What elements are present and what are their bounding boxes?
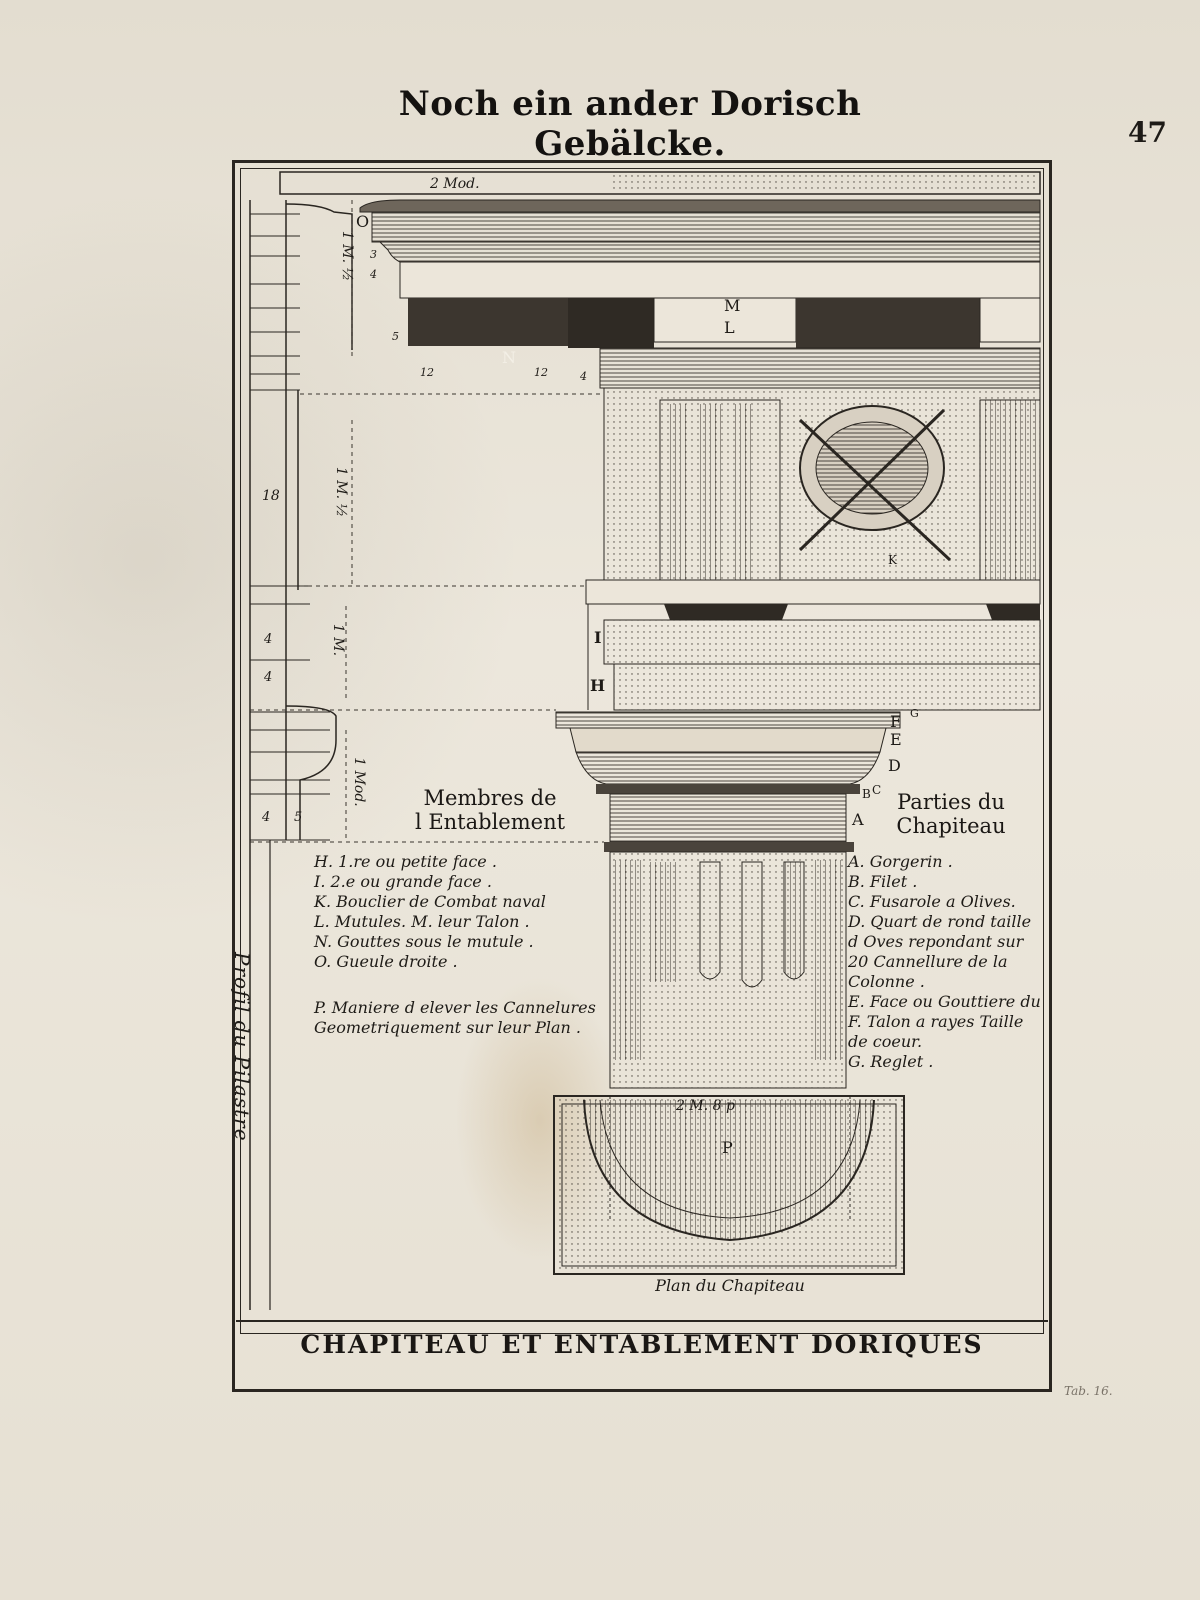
- letter-L: L: [724, 318, 735, 337]
- entablement-item-K: K. Bouclier de Combat naval: [314, 892, 546, 911]
- frieze-module-label: 1 M. ½: [333, 466, 350, 518]
- capital-heading-line1: Parties du: [897, 790, 1005, 814]
- capital-item-F: F. Talon a rayes Taille de coeur.: [848, 1012, 1024, 1051]
- measure-4b: 4: [370, 268, 377, 281]
- capital-plan: [553, 1095, 905, 1275]
- pilaster-profile-caption: Profil du Pilastre: [230, 952, 254, 1142]
- letter-M: M: [724, 296, 741, 315]
- measure-12b: 12: [534, 366, 548, 379]
- plate-outer-border: [232, 160, 1052, 1392]
- engraver-mark: Tab. 16.: [1064, 1384, 1113, 1398]
- measure-12a: 12: [420, 366, 434, 379]
- letter-I: I: [594, 628, 602, 647]
- capital-item-A: A. Gorgerin .: [848, 852, 953, 871]
- measure-5a: 5: [392, 330, 399, 343]
- capital-item-G: G. Reglet .: [848, 1052, 934, 1071]
- letter-B: B: [862, 787, 871, 801]
- column-shaft: [609, 851, 847, 1089]
- cornice-module-label: 1 M. ½: [339, 230, 356, 282]
- entablement-heading: Membres de l Entablement: [390, 786, 590, 834]
- top-module-label: 2 Mod.: [430, 176, 480, 192]
- letter-O: O: [356, 212, 370, 231]
- entablement-item-O: O. Gueule droite .: [314, 952, 458, 971]
- letter-D: D: [888, 756, 901, 775]
- measure-3: 3: [370, 248, 377, 261]
- capital-legend: A. Gorgerin . B. Filet . C. Fusarole a O…: [848, 852, 1044, 1072]
- measure-5b: 5: [294, 810, 303, 825]
- letter-P: P: [722, 1138, 733, 1157]
- architrave: [585, 579, 1041, 711]
- entablement-item-L: L. Mutules. M. leur Talon .: [314, 912, 530, 931]
- cornice: [359, 199, 1041, 299]
- letter-E: E: [890, 730, 902, 749]
- plate-caption: CHAPITEAU ET ENTABLEMENT DORIQUES: [236, 1320, 1048, 1359]
- entablement-note: P. Maniere d elever les Cannelures Geome…: [314, 998, 596, 1037]
- page-number: 47: [1128, 116, 1167, 149]
- entablement-heading-line1: Membres de: [423, 786, 557, 810]
- plate-inner-border: [240, 168, 1044, 1334]
- plan-caption: Plan du Chapiteau: [655, 1276, 805, 1295]
- entablement-item-N: N. Gouttes sous le mutule .: [314, 932, 534, 951]
- plan-module-label: 2 M. 8 p: [676, 1098, 735, 1114]
- capital-item-E: E. Face ou Gouttiere du: [848, 992, 1041, 1011]
- letter-C: C: [872, 783, 882, 797]
- mutules: [408, 297, 1041, 389]
- capital-item-B: B. Filet .: [848, 872, 918, 891]
- measure-4a: 4: [580, 370, 587, 383]
- frieze: [603, 387, 1041, 581]
- measure-4e: 4: [262, 810, 271, 825]
- entablement-item-I: I. 2.e ou grande face .: [314, 872, 492, 891]
- top-scale-band: [279, 171, 1041, 195]
- entablement-item-H: H. 1.re ou petite face .: [314, 852, 497, 871]
- column-capital: [555, 711, 901, 852]
- letter-G: G: [910, 707, 919, 720]
- pilaster-profile: [249, 200, 353, 1310]
- measure-4d: 4: [264, 670, 273, 685]
- measure-18: 18: [262, 488, 280, 504]
- capital-heading: Parties du Chapiteau: [876, 790, 1026, 838]
- entablement-heading-line2: l Entablement: [414, 810, 566, 834]
- entablement-legend: H. 1.re ou petite face . I. 2.e ou grand…: [314, 852, 546, 972]
- letter-F: F: [890, 712, 902, 731]
- letter-A: A: [852, 810, 864, 829]
- letter-H: H: [590, 676, 606, 695]
- capital-item-D: D. Quart de rond taille d Oves repondant…: [848, 912, 1032, 991]
- letter-K: K: [888, 553, 897, 567]
- guide-lines: [250, 200, 604, 843]
- capital-heading-line2: Chapiteau: [896, 814, 1006, 838]
- capital-module-label: 1 Mod.: [350, 757, 367, 807]
- measure-4c: 4: [264, 632, 273, 647]
- letter-N: N: [502, 348, 516, 367]
- architrave-module-label: 1 M.: [330, 623, 347, 657]
- page-heading: Noch ein ander Dorisch Gebälcke.: [398, 84, 862, 164]
- capital-item-C: C. Fusarole a Olives.: [848, 892, 1016, 911]
